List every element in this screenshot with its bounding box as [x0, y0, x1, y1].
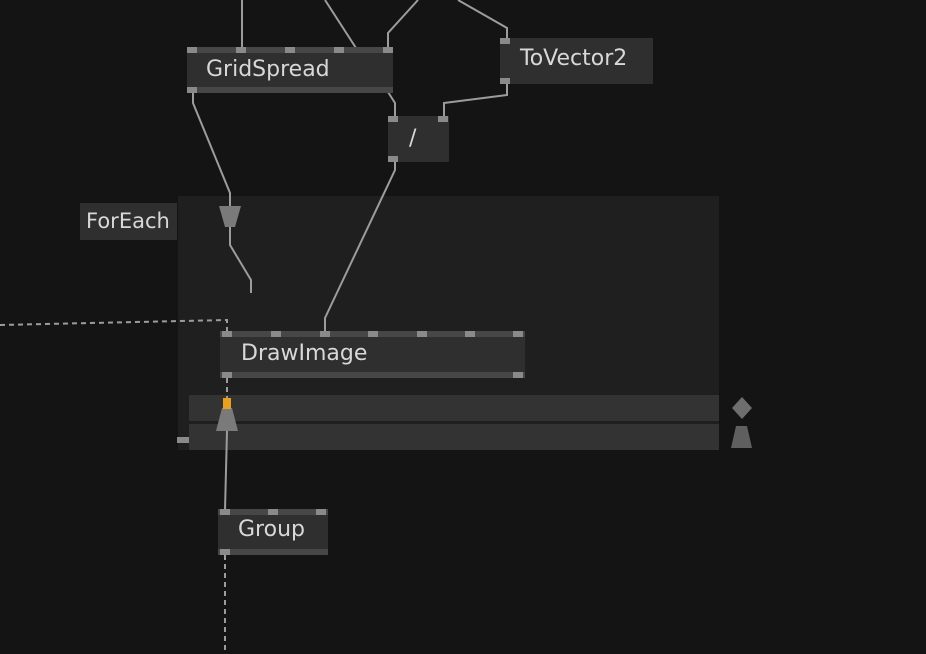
wire-divide-to-drawimage	[324, 161, 396, 332]
wire-external-to-drawimage	[0, 318, 228, 332]
drawimage-input-pin-5[interactable]	[417, 331, 427, 337]
foreach-title-tag[interactable]: ForEach	[80, 203, 177, 240]
node-group-output-strip	[218, 549, 328, 555]
group-input-pin-3[interactable]	[316, 509, 326, 515]
drawimage-input-pin-1[interactable]	[222, 331, 232, 337]
node-drawimage-title: DrawImage	[241, 341, 368, 366]
gridspread-input-pin-3[interactable]	[285, 47, 295, 53]
wire-gridspread-to-splicer	[192, 93, 231, 206]
gridspread-input-pin-2[interactable]	[236, 47, 246, 53]
splicer-output-bottom[interactable]	[216, 408, 238, 431]
node-drawimage[interactable]: DrawImage	[220, 331, 525, 378]
node-group-title: Group	[238, 517, 305, 542]
divide-input-pin-2[interactable]	[438, 116, 448, 122]
drawimage-input-pin-4[interactable]	[368, 331, 378, 337]
wire-top-to-gridspread-far	[387, 0, 419, 48]
wire-splicer-to-group	[224, 430, 228, 511]
splicer-input-top[interactable]	[219, 206, 241, 227]
node-tovector2-title: ToVector2	[520, 46, 628, 71]
node-drawimage-output-strip	[220, 372, 525, 378]
divide-output-pin-1[interactable]	[388, 156, 398, 162]
region-splicer-handle[interactable]	[731, 426, 752, 448]
wire-gridspread-to-divide	[387, 91, 396, 116]
gridspread-input-pin-5[interactable]	[383, 47, 393, 53]
node-gridspread-output-strip	[187, 87, 393, 93]
drawimage-input-pin-7[interactable]	[513, 331, 523, 337]
node-divide[interactable]: /	[388, 116, 449, 162]
node-tovector2[interactable]: ToVector2	[500, 38, 653, 84]
region-diamond-handle[interactable]	[732, 397, 752, 419]
group-output-pin-1[interactable]	[220, 549, 230, 555]
node-gridspread-title: GridSpread	[206, 57, 330, 82]
wire-top-to-gridspread-right	[324, 0, 357, 49]
wire-top-to-tovector2	[457, 0, 508, 38]
divide-input-pin-1[interactable]	[388, 116, 398, 122]
group-input-pin-1[interactable]	[220, 509, 230, 515]
node-divide-title: /	[409, 126, 417, 151]
drawimage-input-pin-6[interactable]	[465, 331, 475, 337]
wire-splicer-inner	[229, 227, 252, 293]
splicer-active-pin[interactable]	[223, 398, 231, 409]
tovector2-input-pin-1[interactable]	[500, 38, 510, 44]
foreach-title: ForEach	[86, 209, 170, 233]
gridspread-input-pin-1[interactable]	[187, 47, 197, 53]
gridspread-input-pin-4[interactable]	[334, 47, 344, 53]
drawimage-input-pin-2[interactable]	[271, 331, 281, 337]
foreach-iteration-bar-bottom[interactable]	[189, 424, 719, 450]
group-input-pin-2[interactable]	[268, 509, 278, 515]
drawimage-input-pin-3[interactable]	[320, 331, 330, 337]
drawimage-output-pin-2[interactable]	[513, 372, 523, 378]
drawimage-output-pin-1[interactable]	[222, 372, 232, 378]
node-gridspread[interactable]: GridSpread	[187, 47, 393, 93]
wire-tovector2-to-divide	[443, 83, 508, 116]
gridspread-output-pin-1[interactable]	[187, 87, 197, 93]
region-left-pin[interactable]	[177, 437, 189, 443]
tovector2-output-pin-1[interactable]	[500, 78, 510, 84]
node-group[interactable]: Group	[218, 509, 328, 555]
foreach-iteration-bar-top[interactable]	[189, 395, 719, 421]
